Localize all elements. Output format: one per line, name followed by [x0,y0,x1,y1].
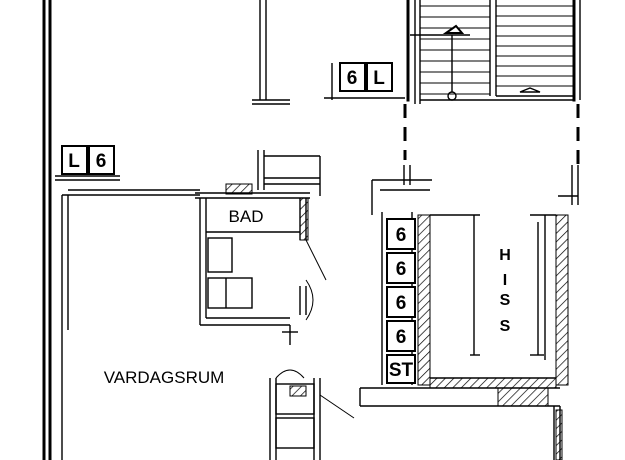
bathroom-label: BAD [229,207,264,226]
storage-label-st: ST [389,360,414,381]
outer-walls [42,0,69,460]
storage-and-elevator [359,165,579,460]
bathroom-walls [195,150,327,326]
staircase [406,0,581,104]
top-label-boxes [61,62,405,175]
left-label-6: 6 [96,151,107,172]
storage-label-4: 6 [396,327,407,348]
elevator-letter-h: H [499,247,511,264]
living-room-label: VARDAGSRUM [104,368,225,387]
storage-label-2: 6 [396,259,407,280]
top-label-6: 6 [347,68,358,89]
corridor-dashed-walls [403,104,580,165]
elevator-letter-s1: S [500,292,511,309]
storage-label-1: 6 [396,225,407,246]
storage-label-3: 6 [396,293,407,314]
upper-room-walls [55,0,290,181]
living-room-walls [62,189,355,460]
left-label-l: L [68,151,80,172]
elevator-letter-i: I [503,272,507,289]
elevator-letter-s2: S [500,318,511,335]
label-texts: 6 L L 6 BAD VARDAGSRUM 6 6 6 6 ST H I S … [68,68,511,387]
top-label-l: L [373,68,385,89]
